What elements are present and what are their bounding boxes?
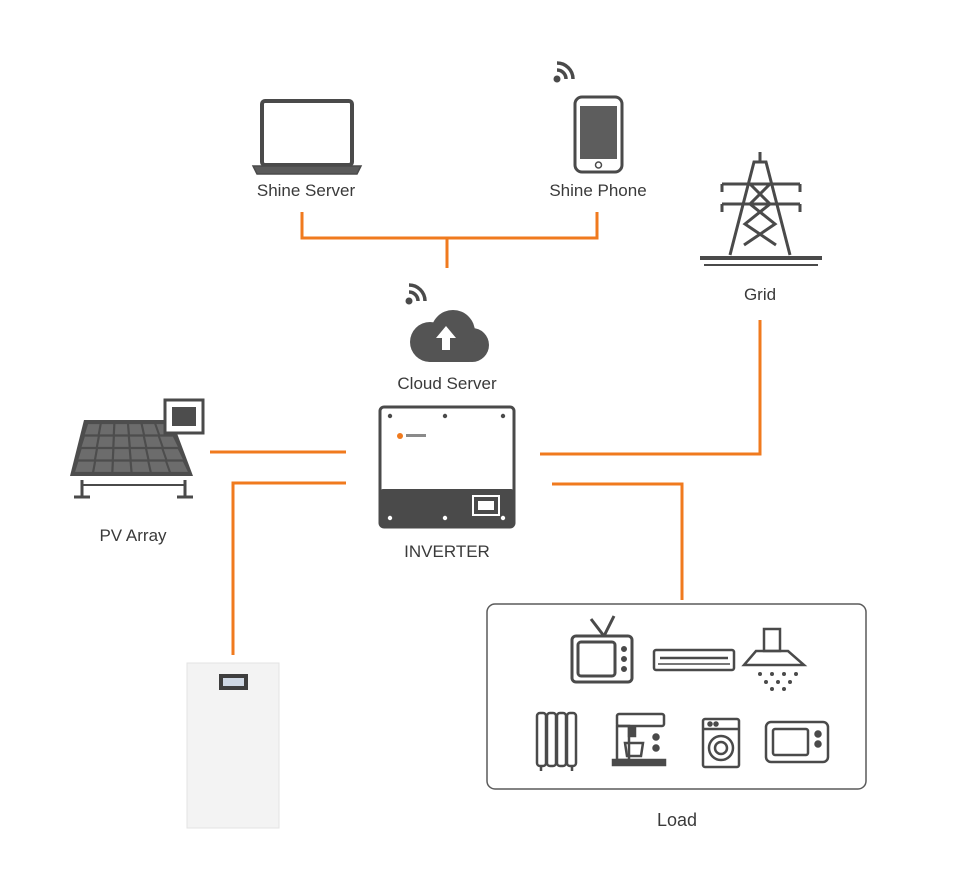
solar-cell bbox=[147, 449, 166, 460]
solar-cell bbox=[78, 449, 96, 460]
battery-icon bbox=[186, 662, 280, 829]
solar-cell bbox=[129, 436, 146, 447]
cloud-upload-icon bbox=[410, 310, 489, 362]
solar-cell bbox=[131, 461, 150, 472]
solar-cell bbox=[113, 461, 131, 472]
shine-phone-label: Shine Phone bbox=[549, 181, 647, 200]
connector-battery-inverter bbox=[231, 481, 346, 655]
connectors bbox=[210, 212, 762, 655]
solar-panel-icon bbox=[70, 398, 205, 499]
heater-icon bbox=[535, 711, 578, 771]
phone-icon bbox=[573, 95, 624, 174]
solar-cell bbox=[129, 424, 143, 435]
range-hood-icon bbox=[741, 627, 808, 691]
solar-cell bbox=[113, 449, 130, 460]
transmission-tower-icon bbox=[700, 152, 822, 266]
air-conditioner-icon bbox=[652, 648, 736, 672]
coffee-machine-icon bbox=[611, 712, 667, 767]
wifi-icon-cloud bbox=[405, 283, 427, 305]
solar-cell bbox=[96, 449, 113, 460]
solar-cell bbox=[81, 436, 98, 447]
solar-cell bbox=[84, 424, 100, 435]
solar-cell bbox=[99, 424, 114, 435]
solar-cell bbox=[167, 461, 188, 472]
connector-server-phone bbox=[300, 212, 599, 240]
pv-array-label: PV Array bbox=[99, 526, 167, 545]
solar-cell bbox=[98, 436, 113, 447]
inverter-icon bbox=[378, 405, 516, 529]
solar-cell bbox=[114, 424, 128, 435]
solar-cell bbox=[142, 424, 158, 435]
solar-cell bbox=[160, 436, 178, 447]
inverter-label: INVERTER bbox=[404, 542, 490, 561]
microwave-icon bbox=[764, 720, 830, 764]
laptop-icon bbox=[251, 99, 363, 175]
tv-icon bbox=[570, 615, 634, 684]
solar-cell bbox=[145, 436, 162, 447]
wifi-icon-phone bbox=[553, 61, 575, 83]
cloud-server-label: Cloud Server bbox=[397, 374, 497, 393]
solar-cell bbox=[163, 449, 183, 460]
solar-cell bbox=[114, 436, 129, 447]
connector-inverter-grid bbox=[540, 320, 762, 456]
solar-cell bbox=[149, 461, 169, 472]
load-label: Load bbox=[656, 810, 698, 830]
grid-label: Grid bbox=[743, 285, 777, 304]
solar-cell bbox=[75, 461, 94, 472]
solar-cell bbox=[94, 461, 112, 472]
solar-cell bbox=[130, 449, 148, 460]
washing-machine-icon bbox=[701, 717, 741, 769]
shine-server-label: Shine Server bbox=[256, 181, 356, 200]
connector-inverter-load bbox=[552, 482, 684, 600]
